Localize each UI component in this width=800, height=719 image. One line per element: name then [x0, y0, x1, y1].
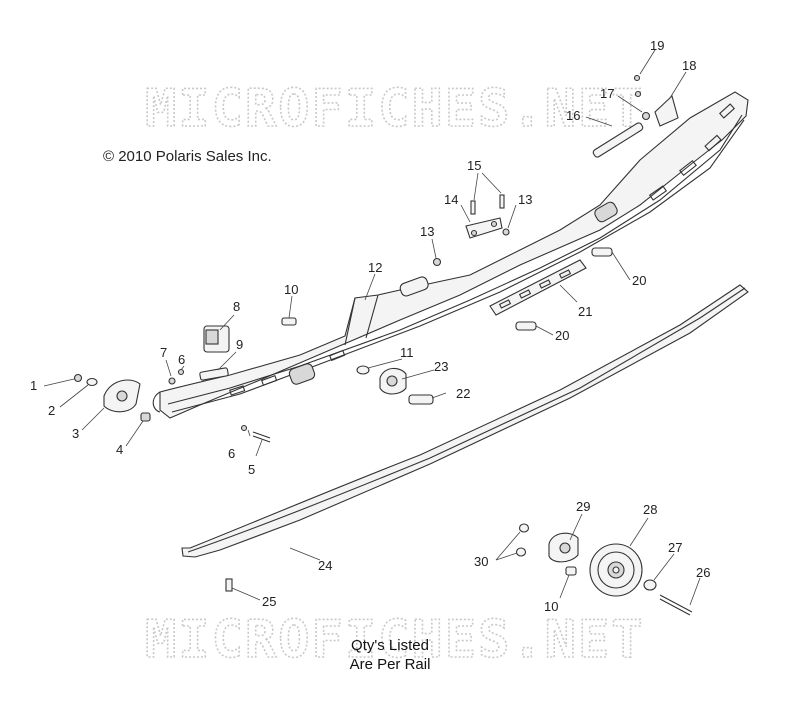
callout-numbers: 1 2 3 4 5 6 6 7 8 9 10 10 11 12 13 13 14… [30, 38, 710, 614]
callout-11: 11 [400, 345, 414, 360]
callout-20-upper: 20 [632, 273, 646, 288]
callout-12: 12 [368, 260, 382, 275]
callout-10-upper: 10 [284, 282, 298, 297]
copyright-text: © 2010 Polaris Sales Inc. [103, 148, 272, 165]
callout-16: 16 [566, 108, 580, 123]
callout-24: 24 [318, 558, 332, 573]
callout-20-lower: 20 [555, 328, 569, 343]
callout-26: 26 [696, 565, 710, 580]
callout-6-upper: 6 [178, 352, 185, 367]
callout-1: 1 [30, 378, 37, 393]
callout-18: 18 [682, 58, 696, 73]
callout-17: 17 [600, 86, 614, 101]
watermark-top: MICROFICHES.NET [145, 79, 645, 139]
callout-30: 30 [474, 554, 488, 569]
callout-28: 28 [643, 502, 657, 517]
callout-15: 15 [467, 158, 481, 173]
quantity-note-line-2: Are Per Rail [349, 656, 431, 673]
quantity-note-line-1: Qty's Listed [351, 637, 429, 654]
quantity-note: Qty's Listed Are Per Rail [320, 636, 460, 674]
rail-endcap [103, 379, 141, 413]
callout-10-lower: 10 [544, 599, 558, 614]
leader-lines [43, 49, 701, 606]
callout-4: 4 [116, 442, 123, 457]
hardware [73, 74, 693, 616]
callout-14: 14 [444, 192, 458, 207]
callout-27: 27 [668, 540, 682, 555]
wear-strip-21 [489, 259, 587, 316]
callout-7: 7 [160, 345, 167, 360]
callout-3: 3 [72, 426, 79, 441]
callout-22: 22 [456, 386, 470, 401]
callout-19: 19 [650, 38, 664, 53]
callout-25: 25 [262, 594, 276, 609]
callout-2: 2 [48, 403, 55, 418]
callout-23: 23 [434, 359, 448, 374]
slide-wear-strip [181, 284, 749, 558]
callout-9: 9 [236, 337, 243, 352]
callout-6-lower: 6 [228, 446, 235, 461]
rail-assembly [152, 91, 749, 419]
callout-13-right: 13 [518, 192, 532, 207]
callout-21: 21 [578, 304, 592, 319]
watermark-bottom: MICROFICHES.NET [145, 610, 645, 670]
callout-29: 29 [576, 499, 590, 514]
callout-8: 8 [233, 299, 240, 314]
callout-13-left: 13 [420, 224, 434, 239]
callout-5: 5 [248, 462, 255, 477]
